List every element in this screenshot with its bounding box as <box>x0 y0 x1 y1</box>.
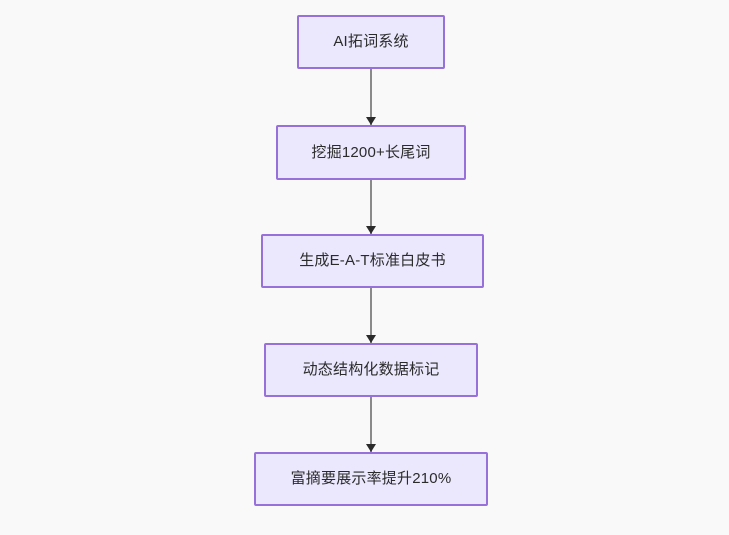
edge-line <box>370 397 372 452</box>
flowchart-node-n4[interactable]: 动态结构化数据标记 <box>264 343 478 397</box>
flowchart-node-n2[interactable]: 挖掘1200+长尾词 <box>276 125 466 180</box>
arrowhead-down-icon <box>366 117 376 125</box>
arrowhead-down-icon <box>366 444 376 452</box>
edge-line <box>370 180 372 234</box>
flowchart-node-n1[interactable]: AI拓词系统 <box>297 15 445 69</box>
flowchart-node-label: 挖掘1200+长尾词 <box>311 143 431 161</box>
flowchart-node-label: 生成E-A-T标准白皮书 <box>299 252 446 269</box>
flowchart-node-label: AI拓词系统 <box>333 33 409 50</box>
edge-line <box>370 69 372 125</box>
flowchart-node-label: 动态结构化数据标记 <box>302 361 440 378</box>
edge-line <box>370 288 372 343</box>
flowchart-node-n5[interactable]: 富摘要展示率提升210% <box>254 452 488 506</box>
arrowhead-down-icon <box>366 226 376 234</box>
flowchart-node-n3[interactable]: 生成E-A-T标准白皮书 <box>261 234 484 288</box>
arrowhead-down-icon <box>366 335 376 343</box>
flowchart-node-label: 富摘要展示率提升210% <box>290 470 452 487</box>
